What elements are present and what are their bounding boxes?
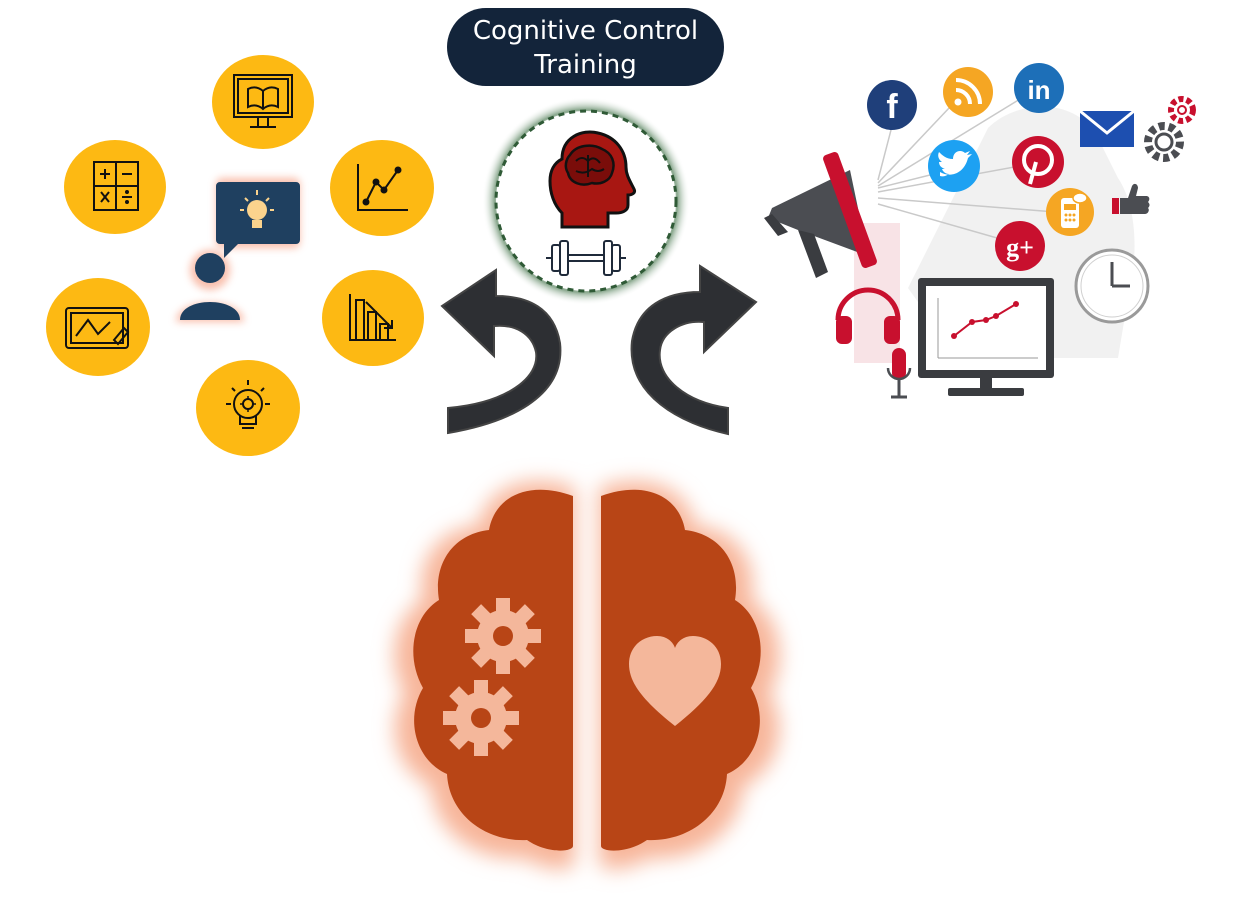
monitor-book-icon: [233, 74, 293, 128]
title-line-2: Training: [534, 50, 637, 80]
person-idea-group: [176, 178, 300, 322]
monitor-chart-icon: [918, 278, 1054, 396]
line-chart-icon: [357, 164, 408, 211]
bulb-gear-circle: [196, 360, 300, 456]
bar-chart-circle: [322, 270, 424, 366]
clock-icon: [1074, 248, 1150, 324]
rss-icon: [943, 67, 993, 117]
curved-arrow-right: [630, 264, 758, 436]
social-marketing-illustration: f in g+: [764, 63, 1196, 399]
facebook-icon: f: [867, 80, 917, 130]
twitter-icon: [928, 140, 980, 192]
headphones-icon: [835, 287, 901, 344]
microphone-icon: [886, 348, 912, 399]
line-chart-circle: [330, 140, 434, 236]
heart-icon: [629, 636, 721, 726]
mobile-chat-icon: [1046, 188, 1094, 236]
gears-icon: [1144, 96, 1196, 162]
dumbbell-icon: [546, 240, 626, 276]
google-plus-icon: g+: [995, 221, 1045, 271]
person-idea-icon: [180, 182, 300, 320]
megaphone-icon: [764, 152, 877, 278]
svg-text:in: in: [1027, 75, 1050, 105]
title-line-1: Cognitive Control: [472, 16, 699, 46]
bar-chart-down-icon: [349, 294, 396, 341]
bulb-gear-icon: [226, 380, 270, 429]
pinterest-icon: [1012, 136, 1064, 188]
calculator-icon: [93, 161, 139, 211]
slope-board-icon: [65, 307, 130, 349]
curved-arrow-left: [440, 268, 562, 435]
monitor-book-circle: [212, 55, 314, 149]
email-icon: [1079, 109, 1135, 147]
svg-text:g+: g+: [1006, 233, 1034, 262]
title-pill: Cognitive Control Training: [447, 8, 724, 86]
calculator-circle: [64, 140, 166, 234]
linkedin-icon: in: [1014, 63, 1064, 113]
head-brain-icon: [548, 130, 636, 229]
brain-illustration: [394, 481, 780, 869]
thumbs-up-icon: [1112, 183, 1150, 214]
slope-board-circle: [46, 278, 150, 376]
head-training-circle: [482, 97, 690, 305]
svg-text:f: f: [886, 88, 898, 126]
